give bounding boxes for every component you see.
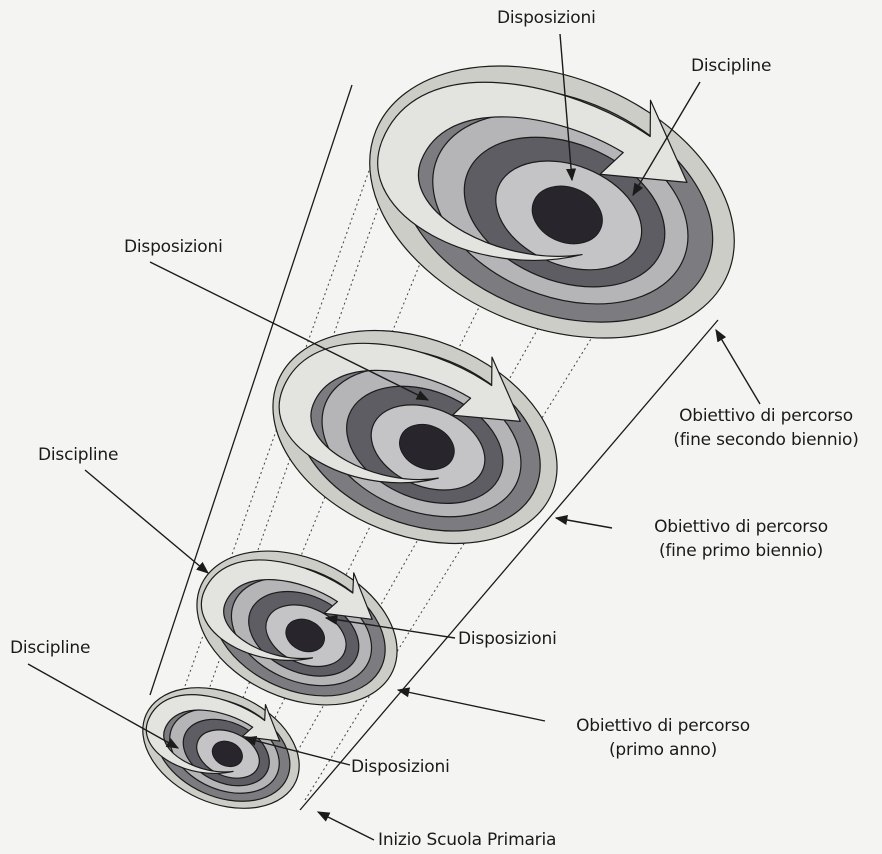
leader-start [318,812,374,840]
label-disposizioni-third: Disposizioni [458,627,557,651]
disc-second [241,286,591,583]
label-disposizioni-second: Disposizioni [124,235,223,259]
label-objective-second-line1: Obiettivo di percorso [626,515,856,539]
leader-objective-second [556,518,612,528]
leader-discipline-third [85,470,208,573]
label-discipline-third: Discipline [38,443,118,467]
label-discipline-top: Discipline [691,54,771,78]
label-disposizioni-top: Disposizioni [497,6,596,30]
label-objective-second-line2: (fine primo biennio) [626,539,856,563]
leader-objective-third [398,690,545,721]
leader-objective-top [716,330,760,404]
label-objective-third-line1: Obiettivo di percorso [548,714,778,738]
label-discipline-bottom: Discipline [10,636,90,660]
label-start: Inizio Scuola Primaria [378,828,556,852]
label-objective-top-line2: (fine secondo biennio) [650,428,882,452]
label-objective-third-line2: (primo anno) [548,738,778,762]
label-objective-top-line1: Obiettivo di percorso [650,404,882,428]
label-disposizioni-bottom: Disposizioni [351,755,450,779]
